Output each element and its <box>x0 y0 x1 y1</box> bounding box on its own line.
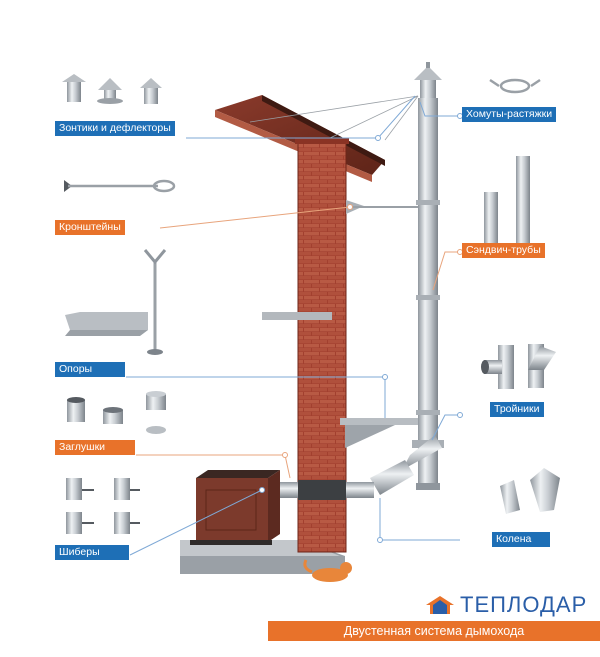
wall-bracket <box>346 200 420 214</box>
plug-products <box>67 391 166 434</box>
label-sandwich-pipes: Сэндвич-трубы <box>462 243 545 258</box>
brand-house-icon <box>426 596 454 614</box>
clamp-products <box>489 78 541 94</box>
label-plugs: Заглушки <box>55 440 135 455</box>
label-supports: Опоры <box>55 362 125 377</box>
label-tees: Тройники <box>490 402 544 417</box>
tee-products <box>481 344 556 389</box>
vertical-sandwich-pipe <box>416 98 440 490</box>
label-elbows: Колена <box>492 532 550 547</box>
bracket-products <box>64 179 176 193</box>
brand-logo: ТЕПЛОДАР <box>426 592 587 618</box>
umbrella-products <box>62 74 162 104</box>
elbow-products <box>500 468 560 514</box>
support-plate <box>262 312 332 320</box>
tee-connector <box>402 435 444 470</box>
label-umbrellas: Зонтики и дефлекторы <box>55 121 175 136</box>
support-shelf <box>340 418 430 448</box>
brand-subtitle: Двустенная система дымохода <box>268 621 600 641</box>
stove <box>190 470 280 545</box>
label-dampers: Шиберы <box>55 545 129 560</box>
cat-illustration <box>303 559 352 582</box>
guy-wires <box>249 95 419 141</box>
chimney-cap <box>414 62 442 98</box>
brand-name: ТЕПЛОДАР <box>460 592 588 617</box>
sandwich-pipe-products <box>484 156 530 248</box>
leader-dots <box>259 113 463 543</box>
label-brackets: Кронштейны <box>55 220 125 235</box>
damper-products <box>66 478 140 534</box>
label-clamps: Хомуты-растяжки <box>462 107 557 122</box>
support-products <box>65 249 167 355</box>
